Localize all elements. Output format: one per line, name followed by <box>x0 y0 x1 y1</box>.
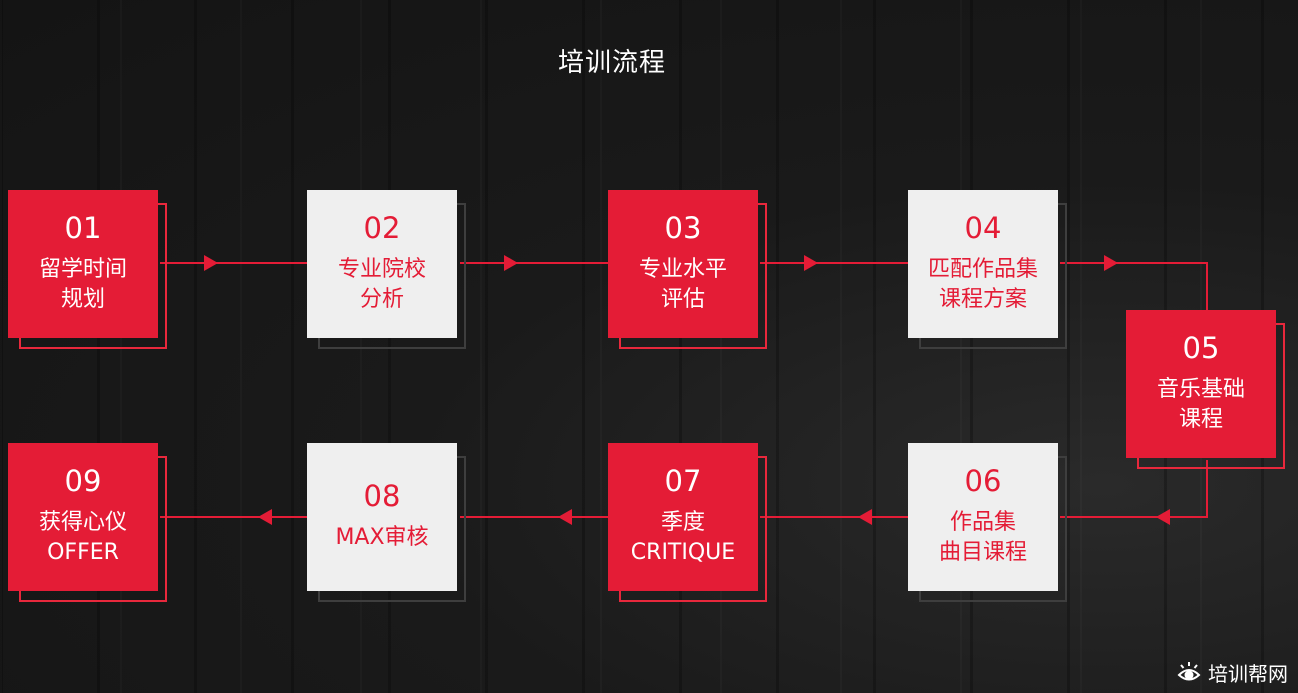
step-06: 06 作品集 曲目课程 <box>908 443 1067 602</box>
step-label-line2: 分析 <box>359 286 404 312</box>
step-label-line1: 季度 <box>660 509 705 535</box>
step-label-line2: 课程 <box>1178 406 1223 432</box>
step-label-line1: MAX审核 <box>335 524 429 550</box>
step-label-line2: OFFER <box>47 539 119 565</box>
step-number: 02 <box>363 210 401 245</box>
step-02: 02 专业院校 分析 <box>307 190 466 349</box>
watermark: 培训帮网 <box>1176 658 1288 687</box>
step-face: 04 匹配作品集 课程方案 <box>908 190 1058 338</box>
page-title: 培训流程 <box>557 48 666 78</box>
step-07: 07 季度 CRITIQUE <box>608 443 767 602</box>
step-01: 01 留学时间 规划 <box>8 190 167 349</box>
arrow-right-icon <box>1104 255 1118 271</box>
watermark-text: 培训帮网 <box>1208 662 1288 686</box>
arrow-left-icon <box>858 509 872 525</box>
step-label-line2: 评估 <box>660 286 705 312</box>
arrow-left-icon <box>1156 509 1170 525</box>
step-number: 03 <box>664 210 702 245</box>
step-label-line1: 作品集 <box>949 509 1016 535</box>
eye-logo-icon <box>1177 661 1201 680</box>
step-number: 08 <box>363 478 401 513</box>
step-face: 05 音乐基础 课程 <box>1126 310 1276 458</box>
step-09: 09 获得心仪 OFFER <box>8 443 167 602</box>
arrow-right-icon <box>504 255 518 271</box>
step-label-line2: 规划 <box>60 286 105 312</box>
step-label-line1: 获得心仪 <box>38 509 127 535</box>
arrow-left-icon <box>558 509 572 525</box>
step-label-line2: 曲目课程 <box>938 539 1027 565</box>
step-number: 06 <box>964 463 1002 498</box>
step-number: 01 <box>64 210 102 245</box>
step-label-line1: 专业水平 <box>638 256 727 282</box>
step-face: 07 季度 CRITIQUE <box>608 443 758 591</box>
step-number: 05 <box>1182 330 1220 365</box>
step-04: 04 匹配作品集 课程方案 <box>908 190 1067 349</box>
arrow-right-icon <box>804 255 818 271</box>
step-face: 06 作品集 曲目课程 <box>908 443 1058 591</box>
step-number: 09 <box>64 463 102 498</box>
arrow-right-icon <box>204 255 218 271</box>
step-08: 08 MAX审核 <box>307 443 466 602</box>
step-face: 02 专业院校 分析 <box>307 190 457 338</box>
step-label-line1: 音乐基础 <box>1156 376 1245 402</box>
step-face: 03 专业水平 评估 <box>608 190 758 338</box>
step-face: 01 留学时间 规划 <box>8 190 158 338</box>
step-face: 08 MAX审核 <box>307 443 457 591</box>
step-number: 07 <box>664 463 702 498</box>
step-05: 05 音乐基础 课程 <box>1126 310 1285 469</box>
step-label-line2: CRITIQUE <box>630 539 736 565</box>
arrow-left-icon <box>258 509 272 525</box>
step-label-line2: 课程方案 <box>938 286 1027 312</box>
step-number: 04 <box>964 210 1002 245</box>
step-face: 09 获得心仪 OFFER <box>8 443 158 591</box>
step-03: 03 专业水平 评估 <box>608 190 767 349</box>
step-label-line1: 留学时间 <box>38 256 127 282</box>
step-label-line1: 专业院校 <box>337 256 426 282</box>
step-label-line1: 匹配作品集 <box>927 256 1038 282</box>
